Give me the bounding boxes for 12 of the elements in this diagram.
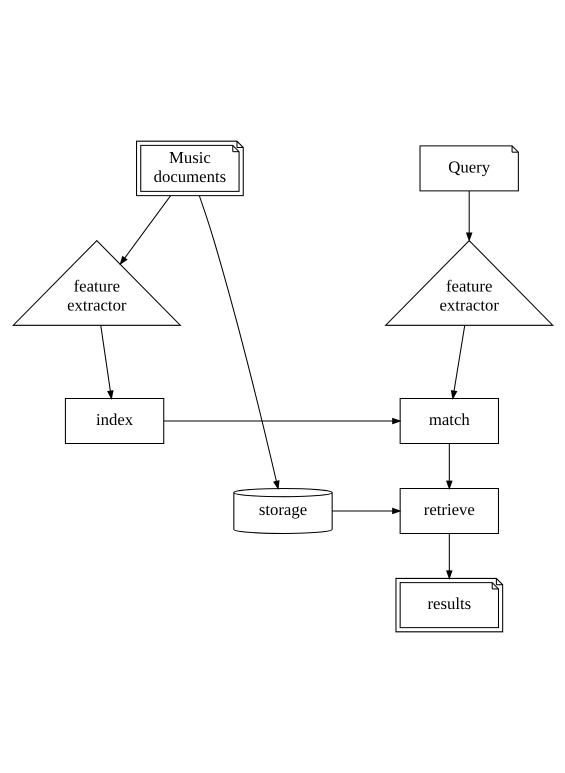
arrow [446, 444, 452, 490]
arrow [100, 325, 114, 400]
node-box: retrieve [399, 488, 498, 534]
arrow [465, 190, 472, 242]
arrow [163, 418, 402, 424]
node-box: match [399, 398, 498, 444]
arrow [198, 195, 280, 490]
arrow [118, 195, 171, 266]
node-box: index [64, 398, 164, 444]
arrow [446, 534, 452, 580]
arrow [332, 508, 402, 514]
arrow [450, 325, 465, 400]
